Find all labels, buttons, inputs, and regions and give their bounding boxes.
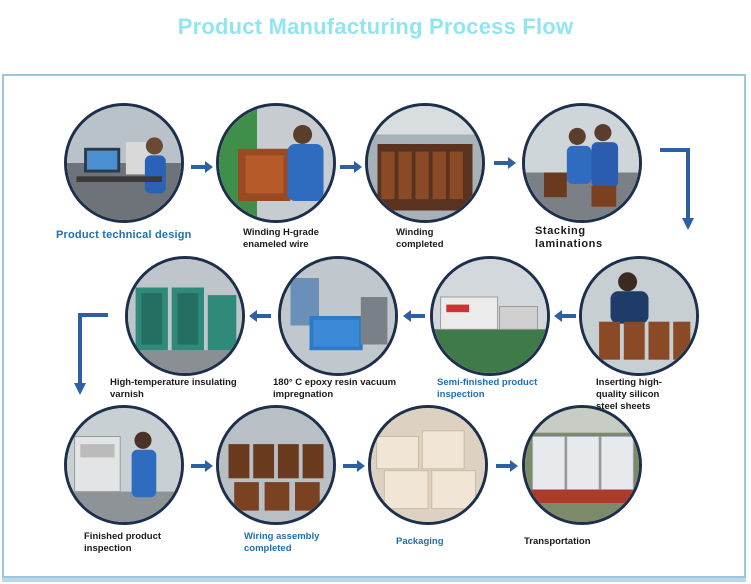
- caption-transportation: Transportation: [524, 536, 591, 548]
- bottom-divider: [2, 578, 746, 582]
- step-photo-wiring-assembly: [216, 405, 336, 525]
- caption-technical-design: Product technical design: [56, 229, 192, 241]
- arrow-right-icon: [191, 161, 213, 173]
- arrow-left-icon: [403, 310, 425, 322]
- step-photo-stacking: [522, 103, 642, 223]
- step-photo-inserting-steel: [579, 256, 699, 376]
- step-photo-insulating-varnish: [125, 256, 245, 376]
- caption-wiring-assembly: Wiring assembly completed: [244, 531, 319, 555]
- caption-semi-finished-inspection: Semi-finished product inspection: [437, 377, 537, 401]
- caption-winding-completed: Winding completed: [396, 227, 444, 251]
- caption-finished-inspection: Finished product inspection: [84, 531, 161, 555]
- caption-stacking: Stacking laminations: [535, 225, 603, 251]
- step-photo-semi-finished-inspection: [430, 256, 550, 376]
- arrow-right-icon: [494, 157, 516, 169]
- arrow-left-icon: [249, 310, 271, 322]
- arrow-right-icon: [343, 460, 365, 472]
- caption-insulating-varnish: High-temperature insulating varnish: [110, 377, 237, 401]
- arrow-right-icon: [496, 460, 518, 472]
- step-photo-packaging: [368, 405, 488, 525]
- arrow-left-icon: [554, 310, 576, 322]
- step-photo-technical-design: [64, 103, 184, 223]
- step-photo-finished-inspection: [64, 405, 184, 525]
- arrow-corner-down-icon: [660, 146, 696, 232]
- arrow-right-icon: [340, 161, 362, 173]
- step-photo-winding-wire: [216, 103, 336, 223]
- page-title: Product Manufacturing Process Flow: [0, 14, 751, 40]
- step-photo-transportation: [522, 405, 642, 525]
- caption-winding-wire: Winding H-grade enameled wire: [243, 227, 319, 251]
- step-photo-winding-completed: [365, 103, 485, 223]
- caption-packaging: Packaging: [396, 536, 444, 548]
- caption-inserting-steel: Inserting high- quality silicon steel sh…: [596, 377, 662, 413]
- arrow-corner-down-icon: [72, 311, 108, 397]
- arrow-right-icon: [191, 460, 213, 472]
- step-photo-vacuum-impregnation: [278, 256, 398, 376]
- caption-vacuum-impregnation: 180° C epoxy resin vacuum impregnation: [273, 377, 396, 401]
